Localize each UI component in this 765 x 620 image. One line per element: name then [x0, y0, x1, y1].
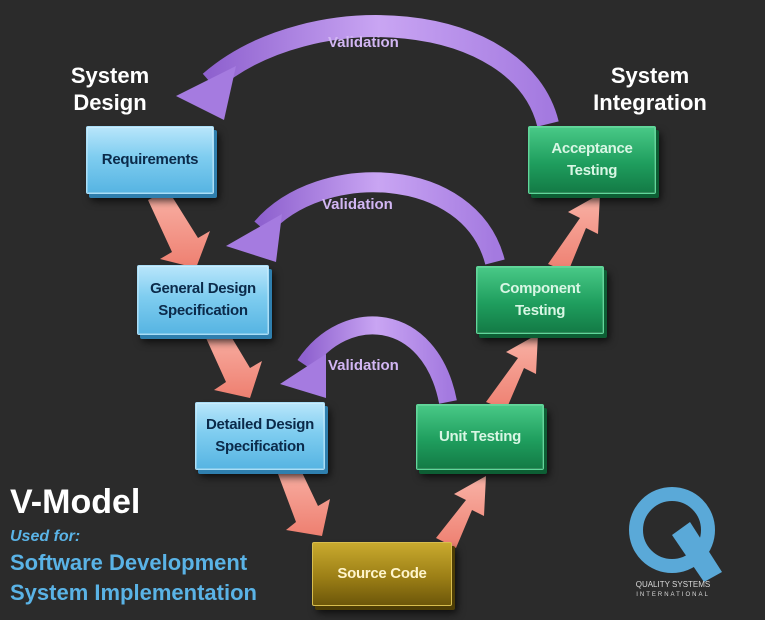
- validation-label-middle: Validation: [322, 196, 393, 213]
- unit-testing-box: Unit Testing: [416, 404, 544, 470]
- validation-arrow-middle: [226, 172, 505, 265]
- acceptance-testing-box: Acceptance Testing: [528, 126, 656, 194]
- component-testing-box: Component Testing: [476, 266, 604, 334]
- detailed-design-specification-box: Detailed Design Specification: [195, 402, 325, 470]
- validation-arrow-bottom: [280, 316, 457, 404]
- flow-arrow-requirements-to-general: [148, 190, 210, 268]
- flow-arrow-source-to-unit: [436, 476, 486, 548]
- flow-arrow-component-to-acceptance: [548, 194, 600, 272]
- requirements-box: Requirements: [86, 126, 214, 194]
- flow-arrow-general-to-detailed: [206, 328, 262, 398]
- logo-text-line1: QUALITY SYSTEMS: [635, 580, 711, 589]
- flow-arrow-detailed-to-source: [278, 464, 330, 536]
- use-software-development: Software Development: [10, 550, 248, 575]
- validation-label-top: Validation: [328, 34, 399, 51]
- general-design-specification-box: General Design Specification: [137, 265, 269, 335]
- logo-text-line2: INTERNATIONAL: [636, 592, 710, 598]
- system-design-heading: System Design: [70, 63, 150, 115]
- validation-arrow-top: [176, 15, 559, 128]
- v-model-title: V-Model: [10, 483, 141, 521]
- source-code-box: Source Code: [312, 542, 452, 606]
- validation-label-bottom: Validation: [328, 357, 399, 374]
- quality-systems-logo: [629, 487, 722, 582]
- flow-arrow-unit-to-component: [486, 334, 538, 410]
- use-system-implementation: System Implementation: [10, 580, 257, 605]
- system-integration-heading: System Integration: [593, 63, 707, 115]
- used-for-label: Used for:: [10, 528, 81, 545]
